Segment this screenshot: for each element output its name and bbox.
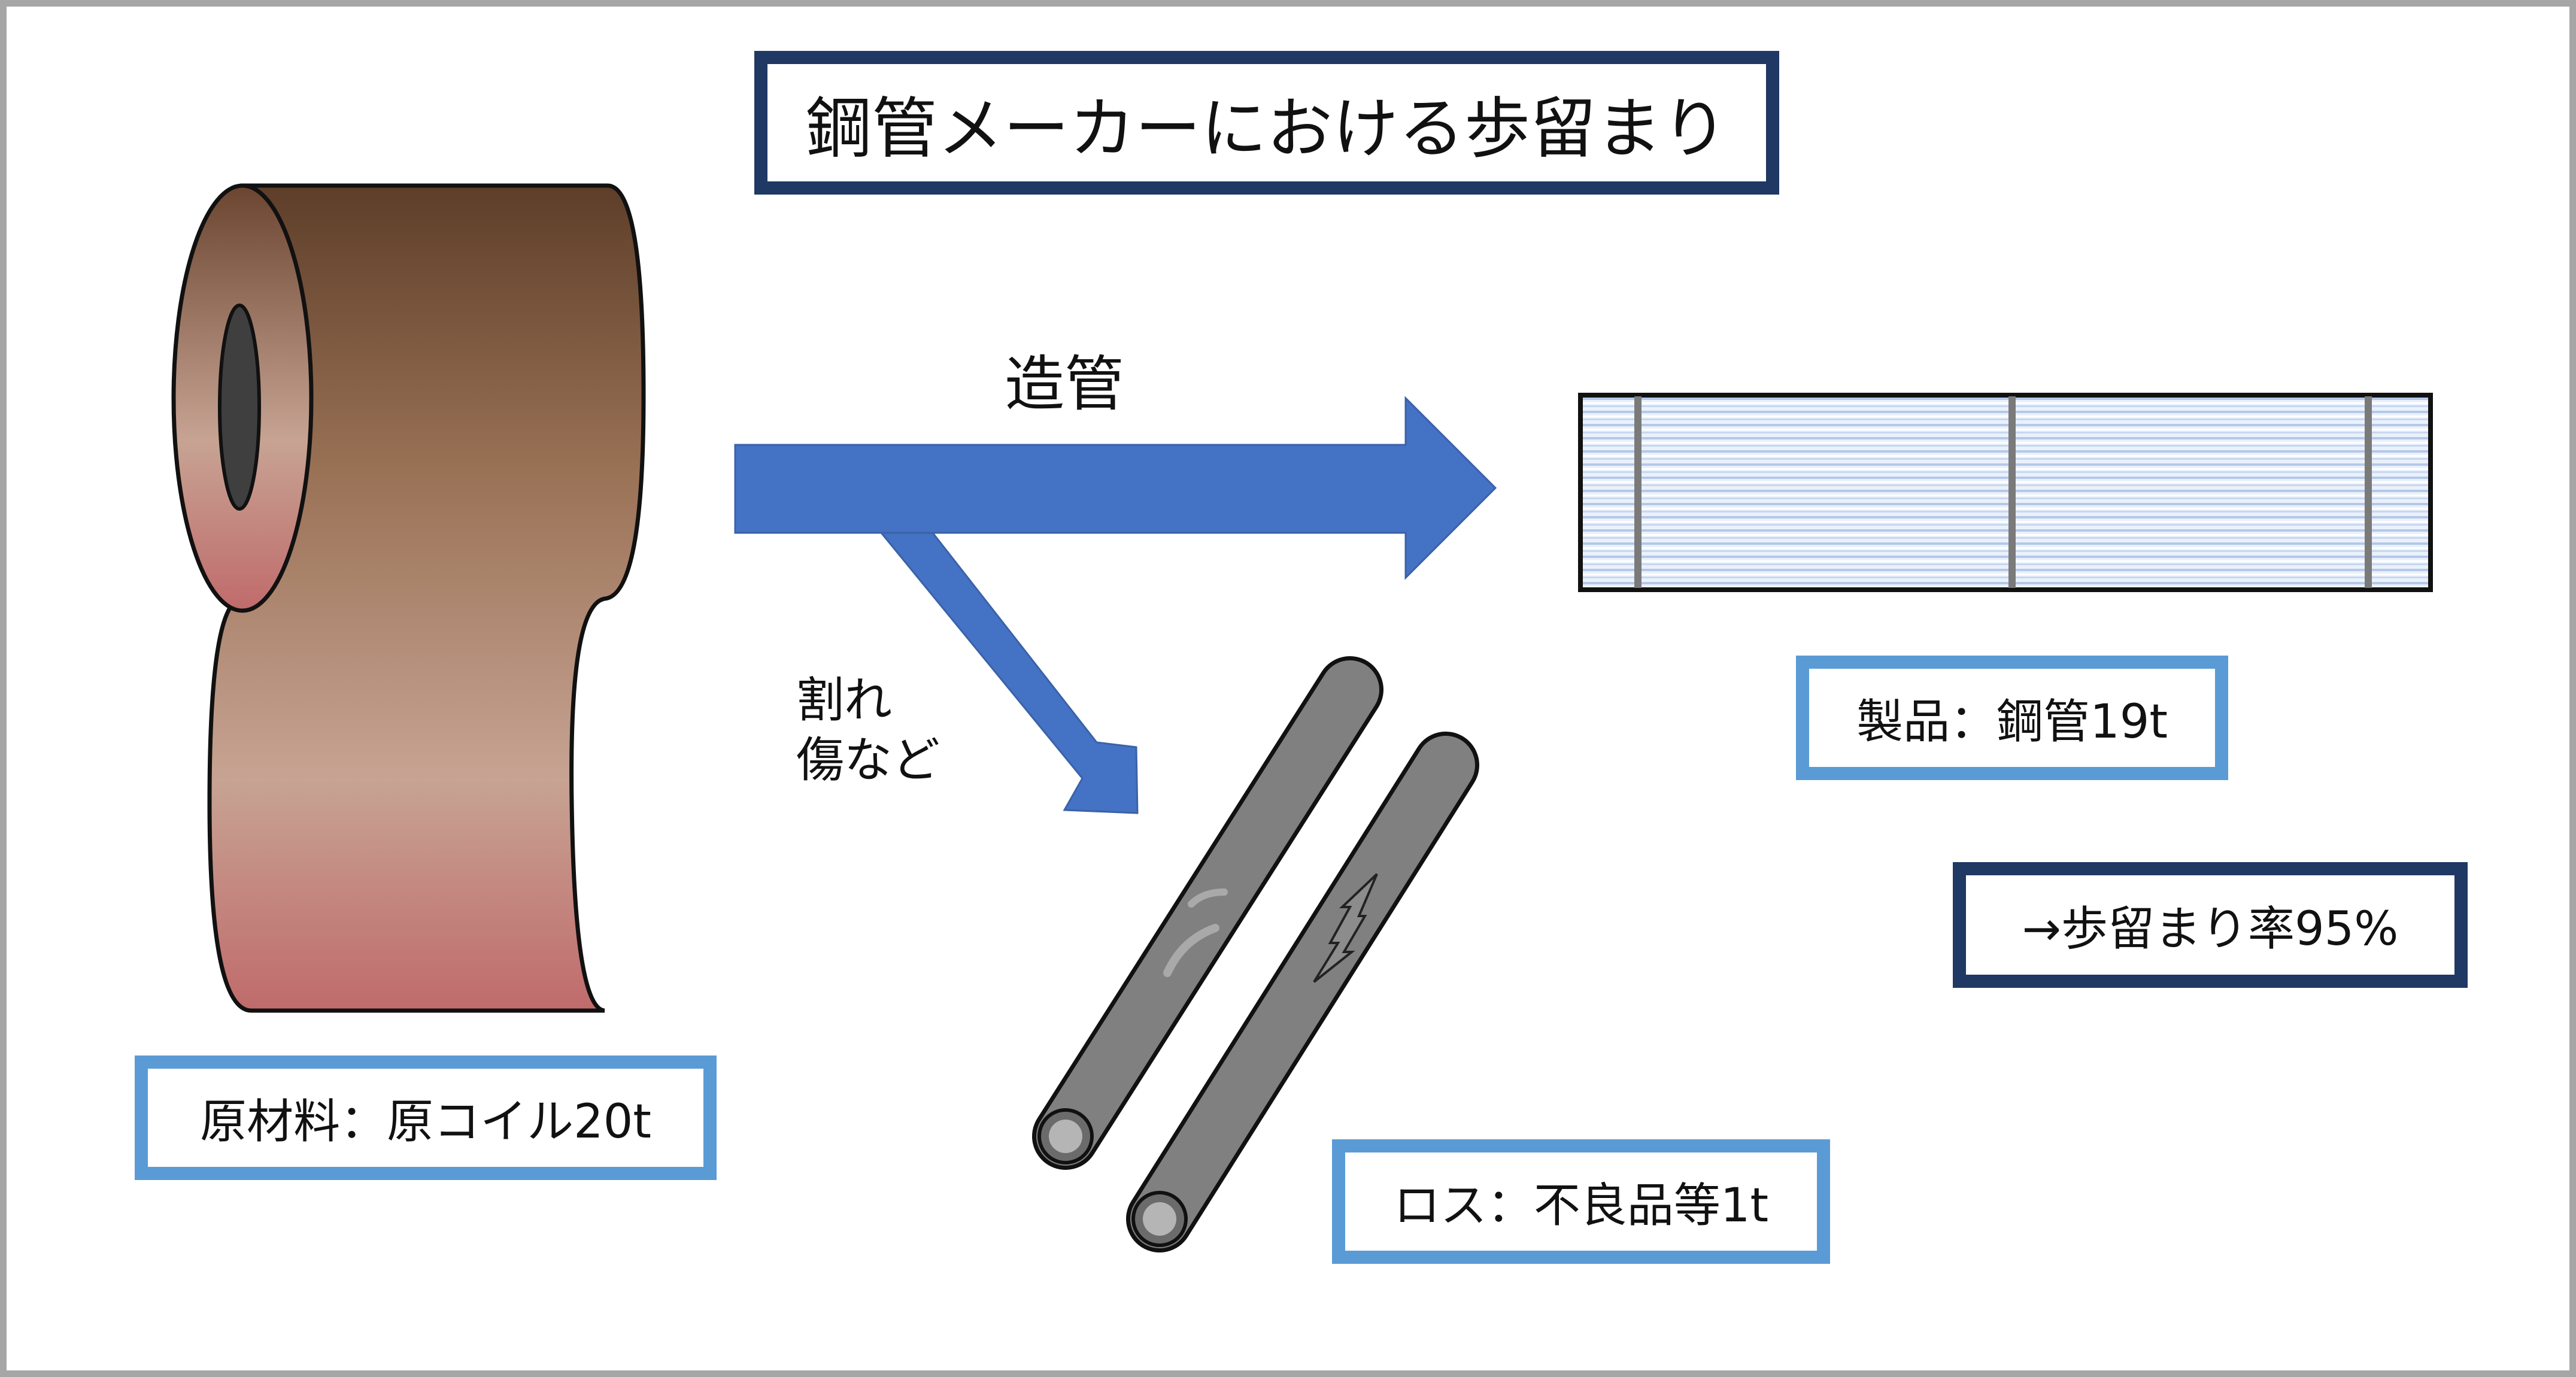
- defective-pipe-icon: [1032, 656, 1383, 1170]
- loss-cause-line-1: 割れ: [796, 672, 892, 728]
- loss-label: ロス：不良品等1t: [1332, 1139, 1830, 1264]
- process-arrow: [734, 396, 1497, 580]
- loss-arrow: [879, 532, 1139, 814]
- product-label: 製品：鋼管19t: [1796, 656, 2228, 780]
- loss-cause-line-2: 傷など: [796, 732, 940, 788]
- process-label: 造管: [1005, 349, 1124, 419]
- cracked-pipe-icon: [1126, 732, 1479, 1252]
- diagram-title: 鋼管メーカーにおける歩留まり: [754, 51, 1779, 195]
- crack-icon: [1313, 873, 1378, 983]
- loss-cause-label: 割れ 傷など: [796, 671, 940, 790]
- steel-coil-icon: [171, 183, 646, 1013]
- pipe-bundle-icon: [1578, 393, 2433, 592]
- raw-material-label: 原材料：原コイル20t: [135, 1056, 717, 1180]
- yield-rate-label: →歩留まり率95%: [1953, 862, 2468, 988]
